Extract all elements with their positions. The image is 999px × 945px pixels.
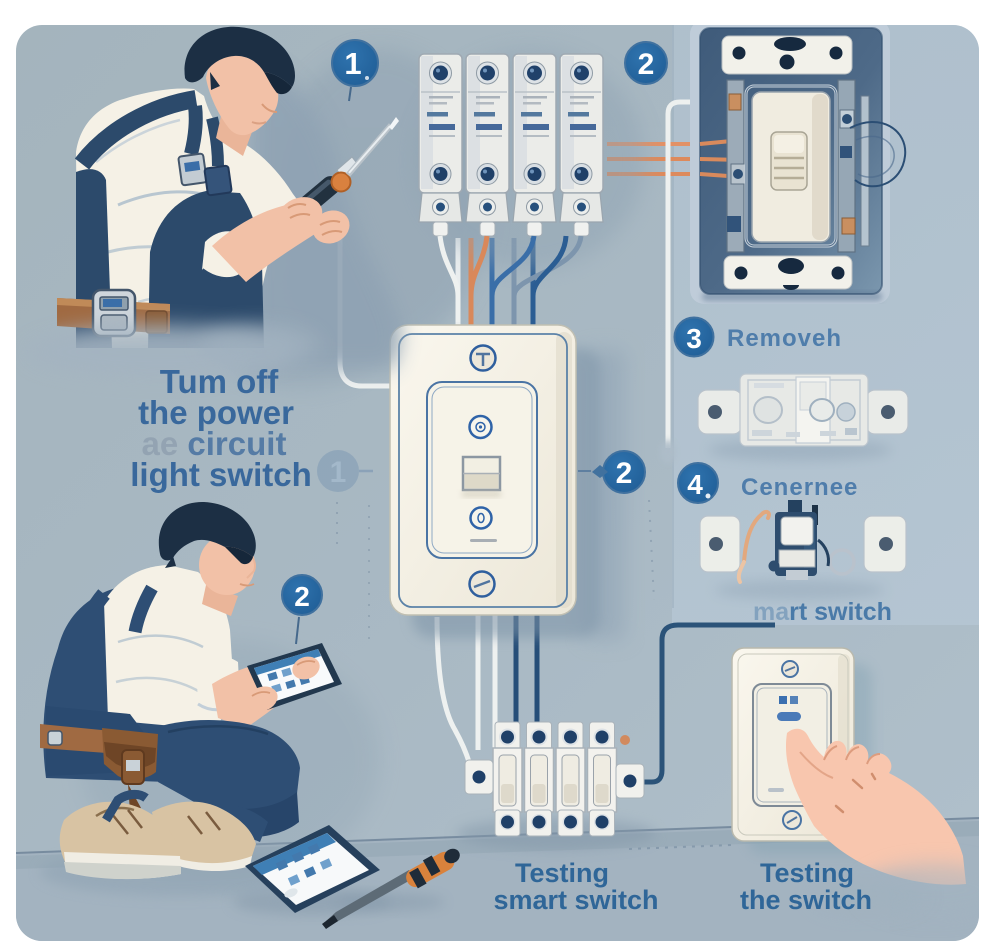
svg-text:light switch: light switch bbox=[130, 456, 312, 493]
svg-text:mart switch: mart switch bbox=[753, 598, 892, 626]
svg-text:smart switch: smart switch bbox=[493, 885, 658, 915]
svg-text:2: 2 bbox=[294, 581, 310, 612]
svg-text:3: 3 bbox=[686, 323, 702, 354]
svg-text:the switch: the switch bbox=[740, 885, 872, 915]
svg-text:1: 1 bbox=[330, 456, 347, 489]
svg-text:2: 2 bbox=[616, 457, 633, 490]
svg-text:ae circuit: ae circuit bbox=[142, 425, 287, 462]
svg-text:Tum off: Tum off bbox=[160, 363, 280, 400]
svg-text:the power: the power bbox=[138, 394, 294, 431]
svg-text:Testing: Testing bbox=[515, 858, 609, 888]
svg-text:Cenernee: Cenernee bbox=[741, 474, 858, 501]
svg-text:2: 2 bbox=[638, 48, 655, 81]
svg-text:Removeh: Removeh bbox=[727, 325, 842, 352]
svg-text:1: 1 bbox=[344, 46, 361, 81]
svg-text:4: 4 bbox=[687, 469, 703, 500]
svg-text:Testing: Testing bbox=[760, 858, 854, 888]
